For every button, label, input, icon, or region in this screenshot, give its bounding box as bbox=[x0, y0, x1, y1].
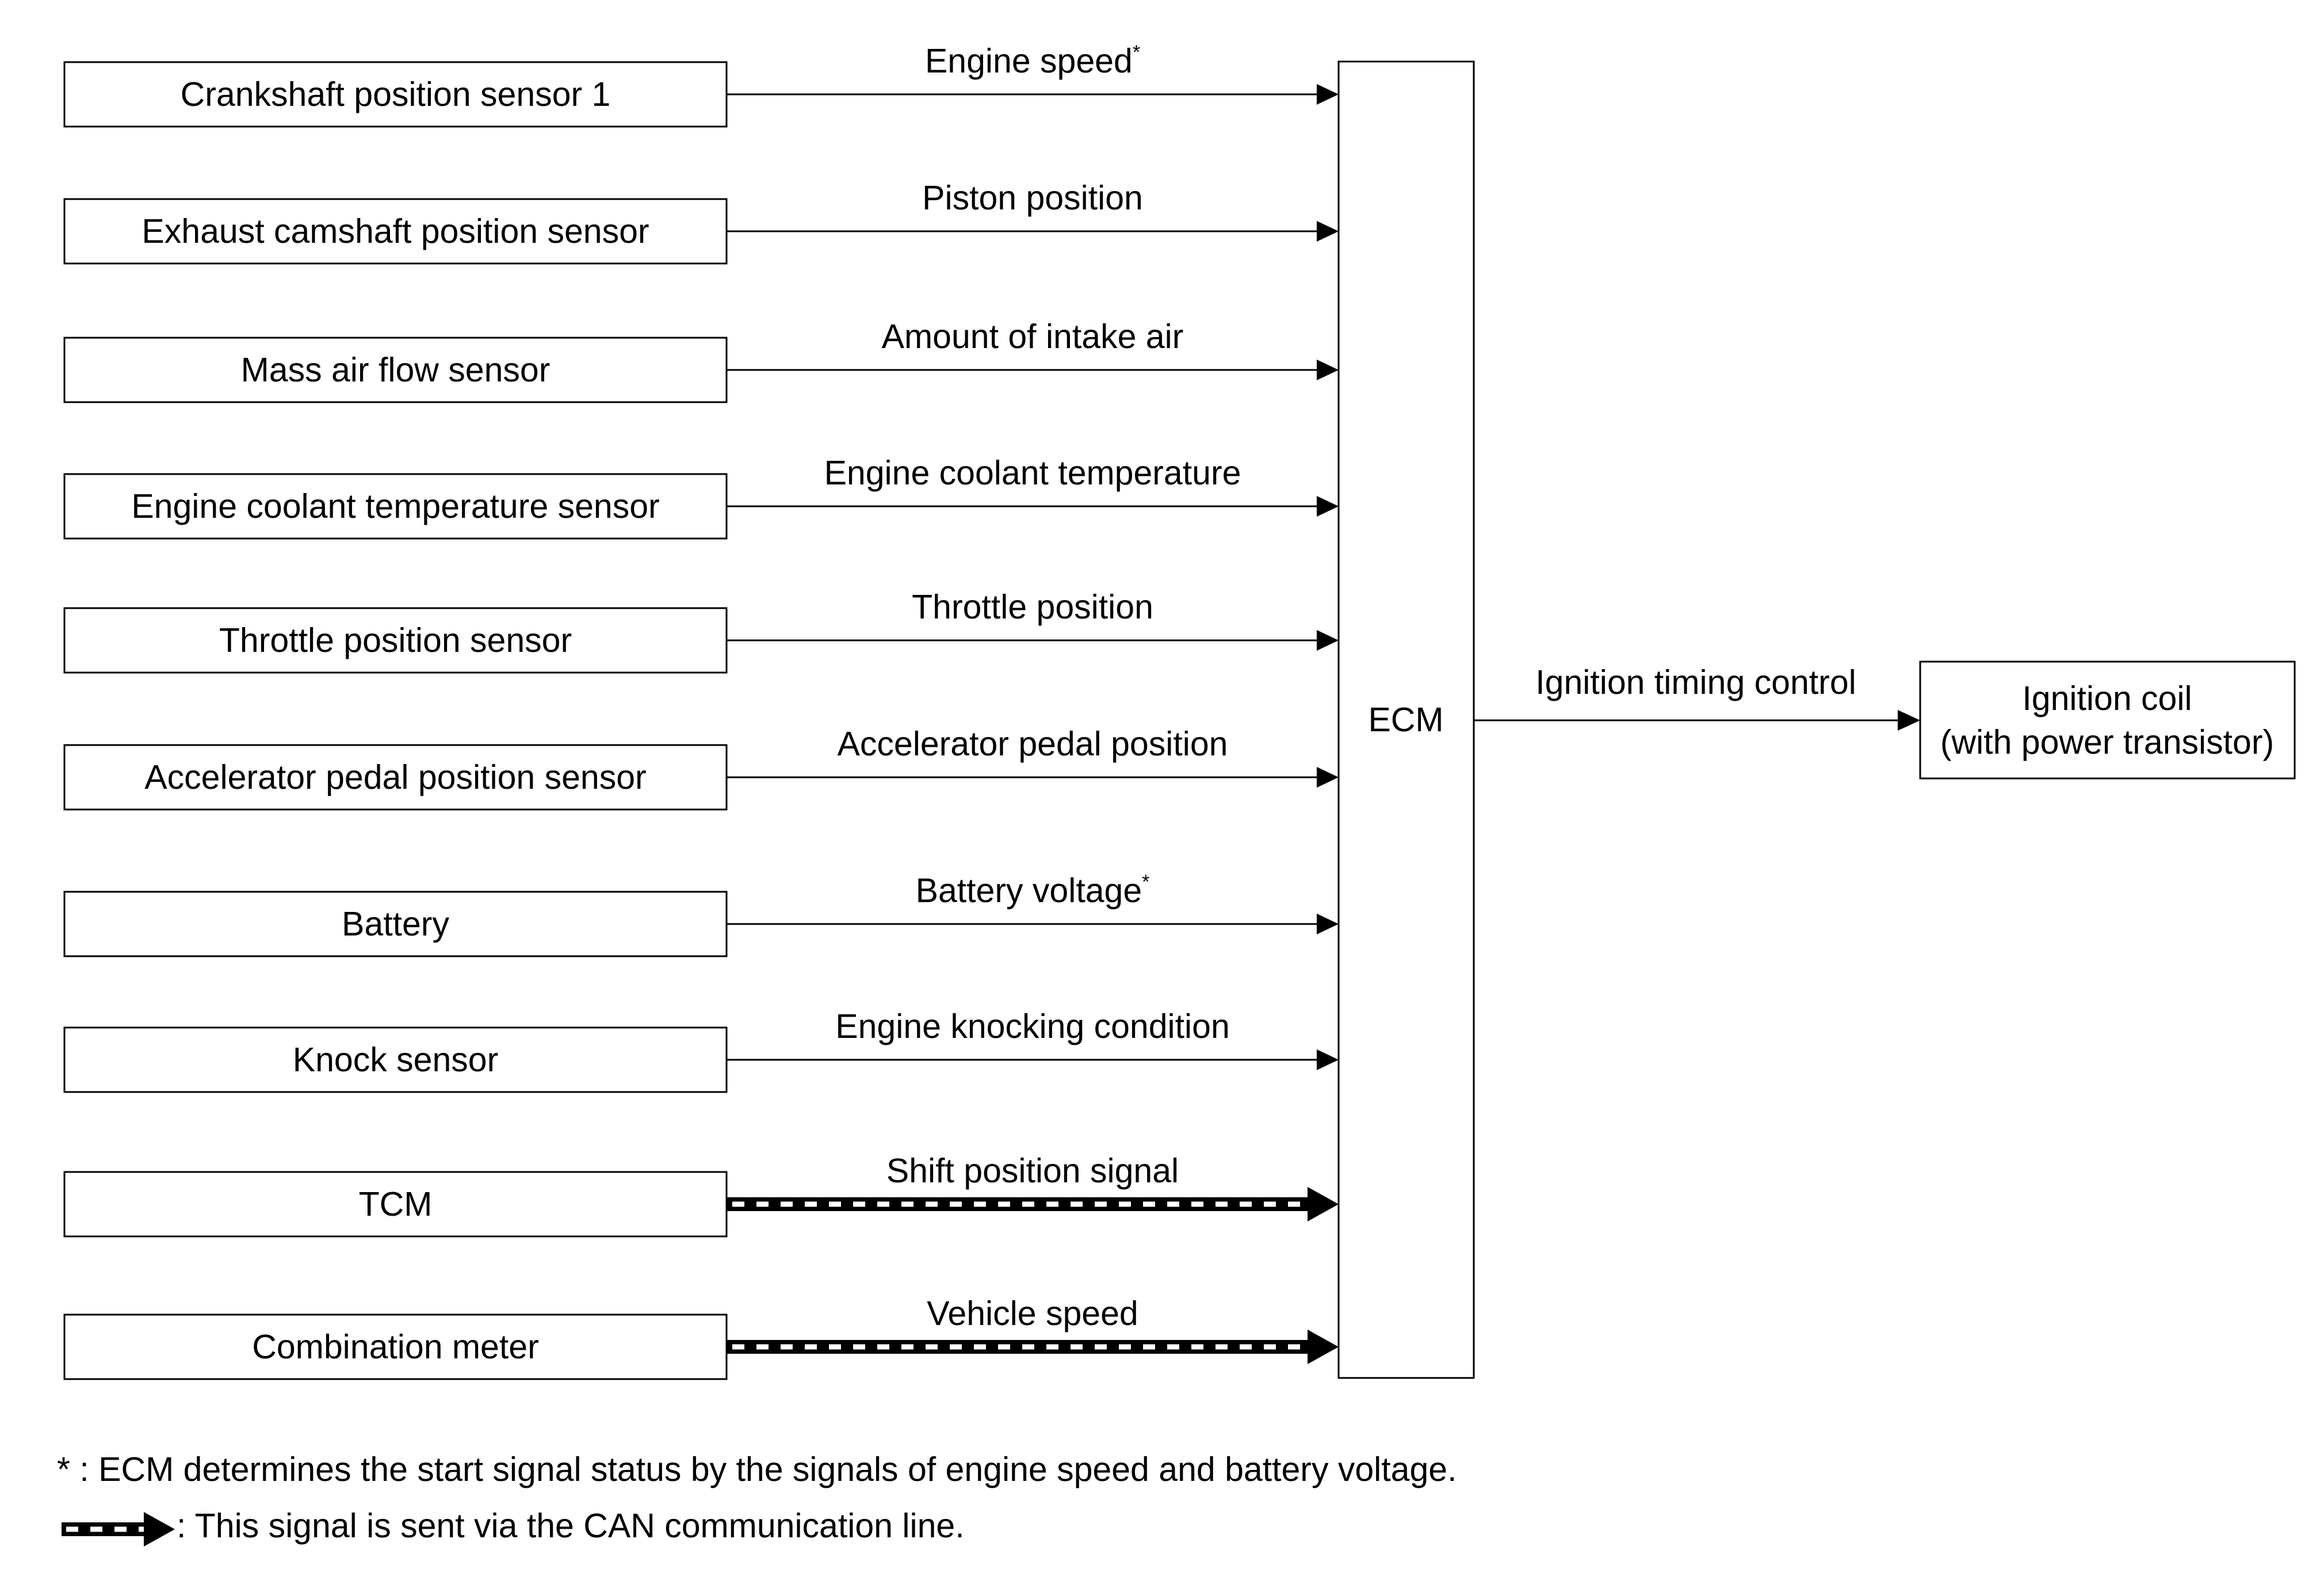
signal-label: Engine speed* bbox=[925, 41, 1140, 80]
can-signal-line bbox=[727, 1340, 1311, 1354]
signal-arrowhead bbox=[1317, 767, 1339, 788]
input-box bbox=[63, 891, 728, 957]
input-row: Battery Battery voltage* bbox=[63, 871, 1339, 957]
input-box-label: Crankshaft position sensor 1 bbox=[181, 75, 611, 113]
can-note: : This signal is sent via the CAN commun… bbox=[177, 1507, 965, 1545]
signal-label: Battery voltage* bbox=[916, 871, 1150, 910]
signal-label-text: Shift position signal bbox=[886, 1152, 1179, 1190]
input-row: Mass air flow sensor Amount of intake air bbox=[63, 318, 1339, 403]
signal-label: Piston position bbox=[922, 179, 1143, 217]
signal-label-text: Throttle position bbox=[912, 588, 1153, 626]
signal-label-text: Amount of intake air bbox=[882, 318, 1184, 356]
signal-label: Engine coolant temperature bbox=[824, 454, 1241, 492]
input-row: Crankshaft position sensor 1 Engine speed… bbox=[63, 41, 1339, 128]
signal-asterisk: * bbox=[1142, 871, 1149, 893]
can-legend-arrowhead bbox=[144, 1512, 175, 1547]
output-arrowhead bbox=[1898, 710, 1920, 731]
asterisk-note: * : ECM determines the start signal stat… bbox=[57, 1450, 1457, 1488]
legend-notes: * : ECM determines the start signal stat… bbox=[57, 1450, 1457, 1547]
signal-arrowhead bbox=[1317, 914, 1339, 934]
input-box-label: Battery bbox=[342, 905, 449, 943]
signal-arrowhead bbox=[1317, 496, 1339, 517]
signal-label-text: Engine coolant temperature bbox=[824, 454, 1241, 492]
signal-label: Throttle position bbox=[912, 588, 1153, 626]
can-signal-line bbox=[727, 1197, 1311, 1211]
ecm-block: ECM bbox=[1337, 60, 1475, 1379]
input-box bbox=[63, 198, 728, 265]
signal-label: Shift position signal bbox=[886, 1152, 1179, 1190]
signal-arrowhead bbox=[1317, 84, 1339, 105]
input-row: Engine coolant temperature sensor Engine … bbox=[63, 454, 1339, 540]
input-box bbox=[63, 744, 728, 811]
input-box-label: Knock sensor bbox=[293, 1041, 498, 1079]
input-box-label: Combination meter bbox=[252, 1328, 538, 1366]
ecm-box bbox=[1337, 60, 1475, 1379]
input-box bbox=[63, 61, 728, 128]
input-row: TCM Shift position signal bbox=[63, 1152, 1339, 1238]
output-signal: Ignition timing control bbox=[1474, 663, 1920, 731]
input-box bbox=[63, 1313, 728, 1380]
signal-arrowhead bbox=[1317, 360, 1339, 380]
signal-label-text: Battery voltage bbox=[916, 872, 1142, 910]
signal-arrowhead bbox=[1317, 221, 1339, 242]
can-signal-arrowhead bbox=[1308, 1187, 1339, 1221]
input-box-label: Throttle position sensor bbox=[219, 621, 572, 659]
ignition-coil-label-line1: Ignition coil bbox=[2022, 679, 2192, 717]
ecm-label: ECM bbox=[1368, 701, 1443, 739]
input-box-label: TCM bbox=[359, 1185, 433, 1223]
input-box bbox=[63, 473, 728, 540]
input-box-label: Accelerator pedal position sensor bbox=[144, 758, 646, 796]
input-row: Throttle position sensor Throttle positio… bbox=[63, 588, 1339, 674]
input-box bbox=[63, 607, 728, 674]
can-legend-symbol bbox=[62, 1512, 175, 1547]
input-row: Exhaust camshaft position sensor Piston p… bbox=[63, 179, 1339, 265]
signal-label: Accelerator pedal position bbox=[838, 725, 1228, 763]
signal-arrowhead bbox=[1317, 1049, 1339, 1070]
input-row: Accelerator pedal position sensor Acceler… bbox=[63, 725, 1339, 811]
ignition-coil-box bbox=[1919, 660, 2296, 780]
signal-label: Amount of intake air bbox=[882, 318, 1184, 356]
signal-label-text: Engine knocking condition bbox=[835, 1007, 1230, 1045]
ignition-coil-label-line2: (with power transistor) bbox=[1940, 723, 2274, 761]
input-box-label: Mass air flow sensor bbox=[241, 351, 551, 389]
signal-label-text: Engine speed bbox=[925, 42, 1133, 80]
input-box bbox=[63, 1171, 728, 1238]
input-sensors: Crankshaft position sensor 1 Engine speed… bbox=[63, 41, 1339, 1380]
signal-label-text: Accelerator pedal position bbox=[838, 725, 1228, 763]
signal-asterisk: * bbox=[1133, 41, 1140, 63]
input-row: Combination meter Vehicle speed bbox=[63, 1295, 1339, 1380]
signal-label: Vehicle speed bbox=[927, 1295, 1138, 1332]
signal-label-text: Piston position bbox=[922, 179, 1143, 217]
signal-arrowhead bbox=[1317, 630, 1339, 651]
signal-label: Engine knocking condition bbox=[835, 1007, 1230, 1045]
ignition-coil-block: Ignition coil (with power transistor) bbox=[1919, 660, 2296, 780]
output-signal-label: Ignition timing control bbox=[1535, 663, 1856, 701]
input-row: Knock sensor Engine knocking condition bbox=[63, 1007, 1339, 1093]
can-signal-arrowhead bbox=[1308, 1330, 1339, 1364]
input-box-label: Exhaust camshaft position sensor bbox=[142, 212, 649, 250]
input-box bbox=[63, 337, 728, 403]
signal-label-text: Vehicle speed bbox=[927, 1295, 1138, 1332]
input-box-label: Engine coolant temperature sensor bbox=[131, 487, 659, 525]
